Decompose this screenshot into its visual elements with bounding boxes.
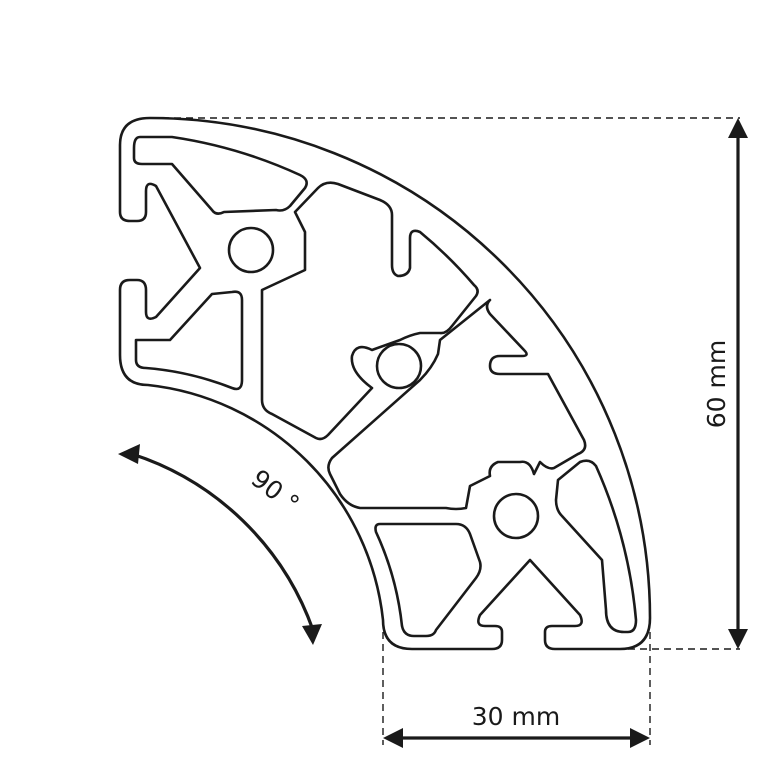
height-arrow-bottom xyxy=(728,629,748,649)
cavity-right xyxy=(327,298,587,511)
cavity-upper xyxy=(260,181,479,441)
slot-bottom xyxy=(374,522,482,638)
profile-inner-features xyxy=(132,135,638,638)
width-dimension: 30 mm xyxy=(383,702,650,748)
angle-arrow-bottom xyxy=(302,624,322,645)
slot-top xyxy=(132,135,308,215)
angle-arrow-top xyxy=(118,444,140,464)
width-label: 30 mm xyxy=(472,702,560,731)
bore-lower xyxy=(492,492,540,540)
core-bores xyxy=(227,226,540,540)
slot-left xyxy=(134,290,244,391)
profile-outline xyxy=(118,116,652,651)
angle-dimension: 90 ° xyxy=(118,444,322,645)
angle-label: 90 ° xyxy=(246,464,305,519)
bore-upper xyxy=(227,226,275,274)
bore-center xyxy=(375,342,423,390)
slot-right xyxy=(554,459,638,634)
height-arrow-top xyxy=(728,118,748,138)
angle-arc xyxy=(131,452,315,631)
width-arrow-right xyxy=(630,728,650,748)
width-arrow-left xyxy=(383,728,403,748)
height-label: 60 mm xyxy=(702,340,731,428)
reference-lines xyxy=(150,117,740,745)
height-dimension: 60 mm xyxy=(702,118,748,649)
